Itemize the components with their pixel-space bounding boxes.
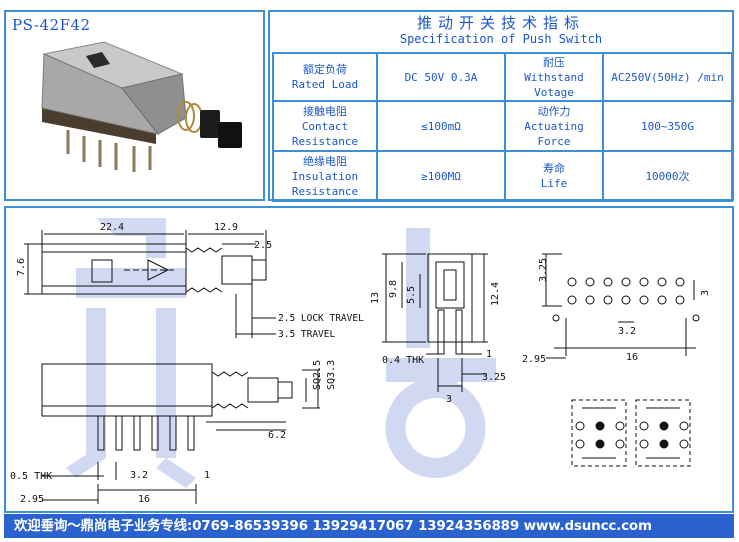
spec-title: 推动开关技术指标 Specification of Push Switch (270, 14, 732, 46)
spec-label-cn: 耐压 (543, 55, 565, 69)
dim-3-front: 3 (446, 394, 452, 405)
spec-title-cn: 推动开关技术指标 (416, 14, 585, 32)
spec-title-en: Specification of Push Switch (399, 32, 603, 46)
dim-12-9: 12.9 (214, 222, 238, 233)
dim-2-5: 2.5 (254, 240, 272, 251)
spec-label: 接触电阻 Contact Resistance (272, 100, 378, 152)
technical-drawing-panel: 22.4 12.9 2.5 7.6 2.5 LOCK TRAVEL 3.5 TR… (4, 206, 734, 513)
dim-5-5: 5.5 (406, 286, 417, 304)
circuit-diagram (575, 421, 689, 449)
spec-value: 100~350G (602, 100, 733, 152)
watermark-logo (66, 218, 496, 488)
spec-label-en: Contact Resistance (291, 119, 359, 148)
spec-value: ≥100MΩ (376, 150, 506, 202)
spec-value: 10000次 (602, 150, 733, 202)
dim-16-side: 16 (138, 494, 150, 505)
spec-label-cn: 接触电阻 (303, 104, 347, 118)
spec-value: ≤100mΩ (376, 100, 506, 152)
spec-label-en: Withstand Votage (524, 70, 584, 99)
technical-drawing: 22.4 12.9 2.5 7.6 2.5 LOCK TRAVEL 3.5 TR… (10, 218, 711, 505)
spec-label: 耐压 Withstand Votage (504, 52, 604, 102)
spec-label: 绝缘电阻 Insulation Resistance (272, 150, 378, 202)
dim-1-front: 1 (486, 349, 492, 360)
dim-lock-travel: 2.5 LOCK TRAVEL (278, 313, 364, 324)
spec-table: 额定负荷 Rated Load DC 50V 0.3A 耐压 Withstand… (272, 52, 733, 202)
dim-6-2: 6.2 (268, 430, 286, 441)
spec-value: DC 50V 0.3A (376, 52, 506, 102)
dim-3-2-pcb: 3.2 (618, 326, 636, 337)
spec-label-en: Life (540, 177, 568, 190)
model-number: PS-42F42 (12, 16, 91, 34)
pcb-footprint (552, 277, 700, 322)
dim-thk-04: 0.4 THK (382, 355, 424, 366)
dim-2-95-side: 2.95 (20, 494, 44, 505)
product-photo-panel: PS-42F42 (4, 10, 265, 201)
dim-12-4: 12.4 (490, 282, 501, 306)
dim-3-25-pcb: 3.25 (538, 258, 549, 282)
dim-3-25-front: 3.25 (482, 372, 506, 383)
dim-22-4: 22.4 (100, 222, 124, 233)
spec-label-cn: 动作力 (537, 104, 571, 118)
product-photo (41, 41, 242, 172)
spec-value: AC250V(50Hz) /min (602, 52, 733, 102)
spec-label: 额定负荷 Rated Load (272, 52, 378, 102)
dim-thk-05: 0.5 THK (10, 471, 52, 482)
dim-sq3-3: SQ3.3 (326, 360, 337, 390)
footer-contact-bar: 欢迎垂询～鼎尚电子业务专线:0769-86539396 13929417067 … (4, 514, 734, 538)
dim-sq2-5: SQ2.5 (312, 360, 323, 390)
dim-1-side: 1 (204, 470, 210, 481)
dim-travel: 3.5 TRAVEL (278, 329, 335, 340)
spec-row: 接触电阻 Contact Resistance ≤100mΩ 动作力 Actua… (272, 100, 733, 152)
dim-7-6: 7.6 (16, 258, 27, 276)
specification-panel: 推动开关技术指标 Specification of Push Switch 额定… (268, 10, 734, 202)
dim-13: 13 (370, 292, 381, 304)
spec-label-cn: 寿命 (543, 162, 565, 175)
dim-16-pcb: 16 (626, 352, 638, 363)
spec-row: 绝缘电阻 Insulation Resistance ≥100MΩ 寿命 Lif… (272, 150, 733, 202)
spec-label: 动作力 Actuating Force (504, 100, 604, 152)
spec-label-en: Actuating Force (524, 119, 584, 148)
dim-9-8: 9.8 (388, 280, 399, 298)
dim-3-pcb: 3 (700, 290, 711, 296)
spec-label: 寿命 Life (504, 150, 604, 202)
dim-3-2-side: 3.2 (130, 470, 148, 481)
spec-label-en: Insulation Resistance (291, 169, 359, 198)
spec-label-cn: 额定负荷 (303, 63, 347, 76)
spec-label-cn: 绝缘电阻 (303, 154, 347, 168)
spec-label-en: Rated Load (291, 78, 359, 91)
spec-row: 额定负荷 Rated Load DC 50V 0.3A 耐压 Withstand… (272, 52, 733, 102)
dim-2-95-pcb: 2.95 (522, 354, 546, 365)
